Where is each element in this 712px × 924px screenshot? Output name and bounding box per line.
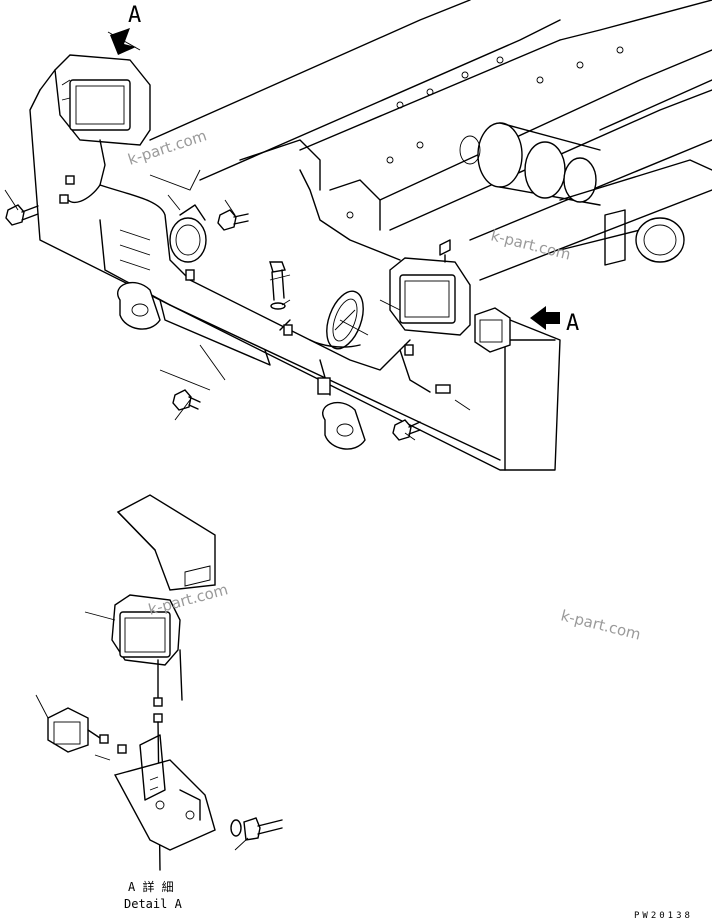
view-marker-side: A [566,311,579,336]
detail-aux-lamp [47,707,127,754]
axle-cylinder [459,122,601,206]
bolts-assembly [5,204,421,441]
chassis-frame [149,0,712,281]
aux-lamp [474,307,511,353]
detail-caption-jp: A 詳 細 [128,879,174,894]
detail-bracket [113,734,216,851]
outrigger-end [559,159,712,266]
horn-right [326,290,364,350]
watermark-2: k-part.com [489,226,573,263]
view-marker-top: A [128,3,141,28]
watermark-4: k-part.com [559,606,643,643]
drawing-code: PW20138 [634,911,693,921]
detail-leader-lines [35,611,116,761]
view-arrow-side [530,306,560,330]
leader-lines [4,189,471,441]
front-bumper [29,69,561,471]
detail-cover [116,494,216,591]
wiring-harness [59,169,451,394]
left-headlamp [54,54,151,186]
view-arrow-top [107,28,141,55]
tow-hooks [117,281,366,450]
detail-bolt [230,817,283,851]
horn-left [169,204,207,263]
right-headlamp [389,239,471,336]
detail-caption-en: Detail A [124,897,183,911]
detail-headlamp [111,594,183,871]
